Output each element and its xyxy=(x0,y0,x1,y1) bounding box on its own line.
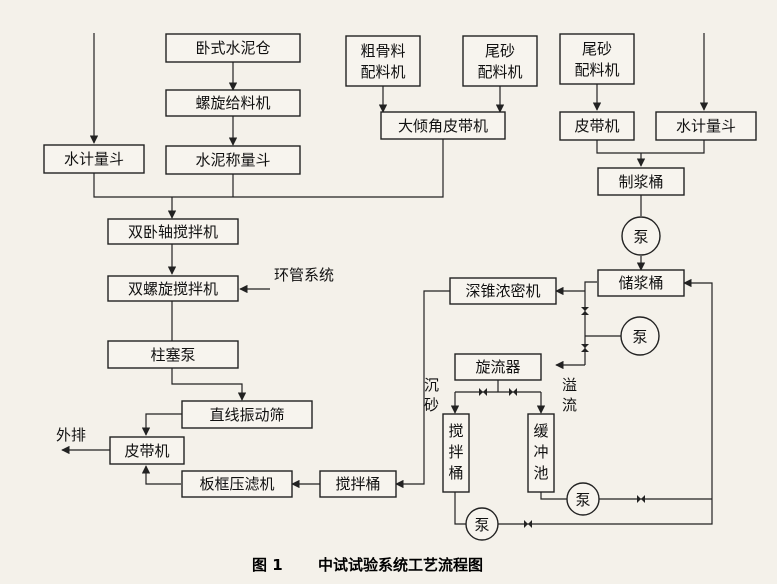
svg-text:水计量斗: 水计量斗 xyxy=(676,117,736,135)
svg-text:皮带机: 皮带机 xyxy=(124,442,169,460)
svg-text:配料机: 配料机 xyxy=(574,61,619,79)
svg-text:配料机: 配料机 xyxy=(360,63,405,81)
valve-icon xyxy=(524,520,532,528)
node-water-hopper-right: 水计量斗 xyxy=(655,111,757,141)
node-incline-belt: 大倾角皮带机 xyxy=(380,111,506,140)
svg-text:尾砂: 尾砂 xyxy=(582,40,612,58)
svg-text:缓: 缓 xyxy=(533,422,548,440)
overflow-label: 溢 xyxy=(562,376,577,394)
node-stir-tank-vertical: 搅 拌 桶 xyxy=(442,413,470,493)
node-twin-screw-mixer: 双螺旋搅拌机 xyxy=(107,275,239,302)
svg-text:皮带机: 皮带机 xyxy=(574,117,619,135)
figure-number: 图 1 xyxy=(252,556,283,574)
node-tailings-batcher: 尾砂 配料机 xyxy=(462,35,538,87)
valve-icon xyxy=(637,495,645,503)
node-pump-4: 泵 xyxy=(566,482,600,516)
svg-text:泵: 泵 xyxy=(474,516,489,534)
valve-icon xyxy=(479,388,487,396)
valve-icon xyxy=(581,307,589,315)
svg-text:直线振动筛: 直线振动筛 xyxy=(209,406,284,424)
node-pump-1: 泵 xyxy=(621,216,661,256)
svg-text:粗骨料: 粗骨料 xyxy=(360,42,405,60)
svg-text:泵: 泵 xyxy=(575,491,590,509)
node-pump-3: 泵 xyxy=(465,507,499,541)
node-tailings-batcher-right: 尾砂 配料机 xyxy=(559,33,635,85)
valve-icon xyxy=(581,344,589,352)
node-deep-cone-thickener: 深锥浓密机 xyxy=(449,277,557,305)
svg-text:旋流器: 旋流器 xyxy=(475,358,520,376)
svg-text:配料机: 配料机 xyxy=(477,63,522,81)
svg-text:柱塞泵: 柱塞泵 xyxy=(150,346,195,364)
node-water-hopper-left: 水计量斗 xyxy=(43,144,145,174)
svg-text:水泥称量斗: 水泥称量斗 xyxy=(195,151,270,169)
figure-caption: 图 1 中试试验系统工艺流程图 xyxy=(252,556,483,574)
svg-text:板框压滤机: 板框压滤机 xyxy=(199,475,274,493)
connectors xyxy=(61,33,713,525)
svg-text:尾砂: 尾砂 xyxy=(485,42,515,60)
svg-text:卧式水泥仓: 卧式水泥仓 xyxy=(195,39,270,57)
node-coarse-aggregate-batcher: 粗骨料 配料机 xyxy=(345,35,421,87)
svg-text:螺旋给料机: 螺旋给料机 xyxy=(195,94,270,112)
node-buffer-pool: 缓 冲 池 xyxy=(527,413,555,493)
svg-text:桶: 桶 xyxy=(448,464,463,482)
svg-text:搅拌桶: 搅拌桶 xyxy=(335,475,380,493)
svg-text:储浆桶: 储浆桶 xyxy=(618,274,663,292)
svg-text:泵: 泵 xyxy=(633,228,648,246)
sand-label: 沉 xyxy=(424,376,439,394)
sand-label-2: 砂 xyxy=(424,396,439,414)
valves xyxy=(479,307,645,528)
node-slurry-storage: 储浆桶 xyxy=(597,269,685,297)
svg-text:泵: 泵 xyxy=(632,328,647,346)
node-linear-screen: 直线振动筛 xyxy=(181,400,313,429)
node-screw-feeder: 螺旋给料机 xyxy=(165,89,301,117)
node-belt-conveyor-left: 皮带机 xyxy=(109,436,185,465)
node-pump-2: 泵 xyxy=(620,316,660,356)
svg-text:大倾角皮带机: 大倾角皮带机 xyxy=(398,117,488,135)
node-woshi-cement-silo: 卧式水泥仓 xyxy=(165,33,301,63)
svg-text:水计量斗: 水计量斗 xyxy=(64,150,124,168)
svg-text:池: 池 xyxy=(533,464,548,482)
svg-text:双卧轴搅拌机: 双卧轴搅拌机 xyxy=(128,223,218,241)
svg-text:搅: 搅 xyxy=(448,422,463,440)
node-piston-pump: 柱塞泵 xyxy=(107,340,239,369)
discharge-label: 外排 xyxy=(56,426,86,444)
node-cement-hopper: 水泥称量斗 xyxy=(165,145,301,175)
svg-text:双螺旋搅拌机: 双螺旋搅拌机 xyxy=(128,280,218,298)
node-twin-shaft-mixer: 双卧轴搅拌机 xyxy=(107,218,239,245)
svg-text:拌: 拌 xyxy=(448,443,463,461)
valve-icon xyxy=(509,388,517,396)
figure-title: 中试试验系统工艺流程图 xyxy=(318,556,483,574)
node-plate-filter: 板框压滤机 xyxy=(181,470,293,498)
node-cyclone: 旋流器 xyxy=(454,353,542,381)
svg-text:制浆桶: 制浆桶 xyxy=(618,173,663,191)
svg-text:深锥浓密机: 深锥浓密机 xyxy=(465,282,540,300)
loop-system-label: 环管系统 xyxy=(274,266,334,284)
node-belt-conveyor-right: 皮带机 xyxy=(559,111,635,141)
node-stir-tank-horizontal: 搅拌桶 xyxy=(319,470,397,498)
node-slurry-maker: 制浆桶 xyxy=(597,167,685,196)
svg-text:冲: 冲 xyxy=(533,443,548,461)
overflow-label-2: 流 xyxy=(562,396,577,414)
